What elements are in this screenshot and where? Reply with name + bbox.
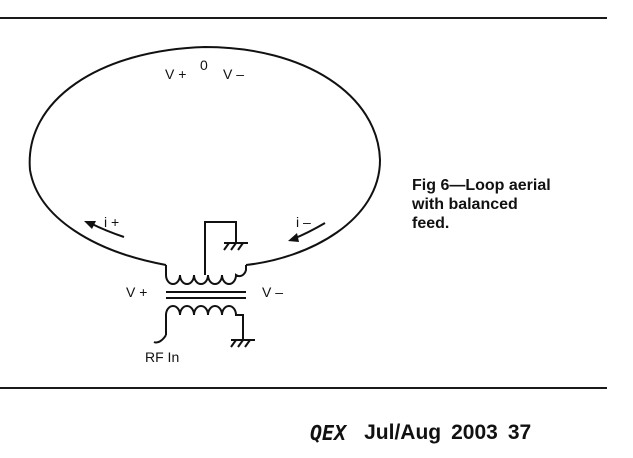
i-minus-label: i –: [296, 214, 311, 230]
page-number: 37: [507, 421, 532, 444]
issue-label: Jul/Aug: [364, 421, 442, 444]
top-v-plus-label: V +: [165, 66, 186, 82]
i-plus-label: i +: [104, 214, 119, 230]
left-v-plus-label: V +: [126, 284, 147, 300]
figure-caption: Fig 6—Loop aerial with balanced feed.: [412, 176, 612, 233]
center-tap-wire: [204, 221, 237, 275]
rf-in-label: RF In: [145, 349, 179, 365]
caption-line-1: Fig 6—Loop aerial: [412, 177, 551, 194]
qex-logo: QEX: [310, 421, 347, 445]
caption-line-3: feed.: [412, 215, 450, 232]
page-footer: QEX Jul/Aug 2003 37: [310, 420, 531, 446]
rf-input-lead: [153, 334, 167, 344]
top-v-minus-label: V –: [223, 66, 244, 82]
caption-line-2: with balanced: [412, 196, 518, 213]
top-rule: [0, 17, 607, 19]
secondary-winding: [165, 265, 247, 285]
right-v-minus-label: V –: [262, 284, 283, 300]
ground-icon-upper: [223, 242, 248, 251]
year-label: 2003: [451, 421, 498, 444]
primary-winding: [165, 305, 244, 340]
bottom-rule: [0, 387, 607, 389]
ground-icon-lower: [230, 339, 255, 348]
top-zero-label: 0: [200, 57, 208, 73]
loop-wire: [28, 45, 382, 266]
